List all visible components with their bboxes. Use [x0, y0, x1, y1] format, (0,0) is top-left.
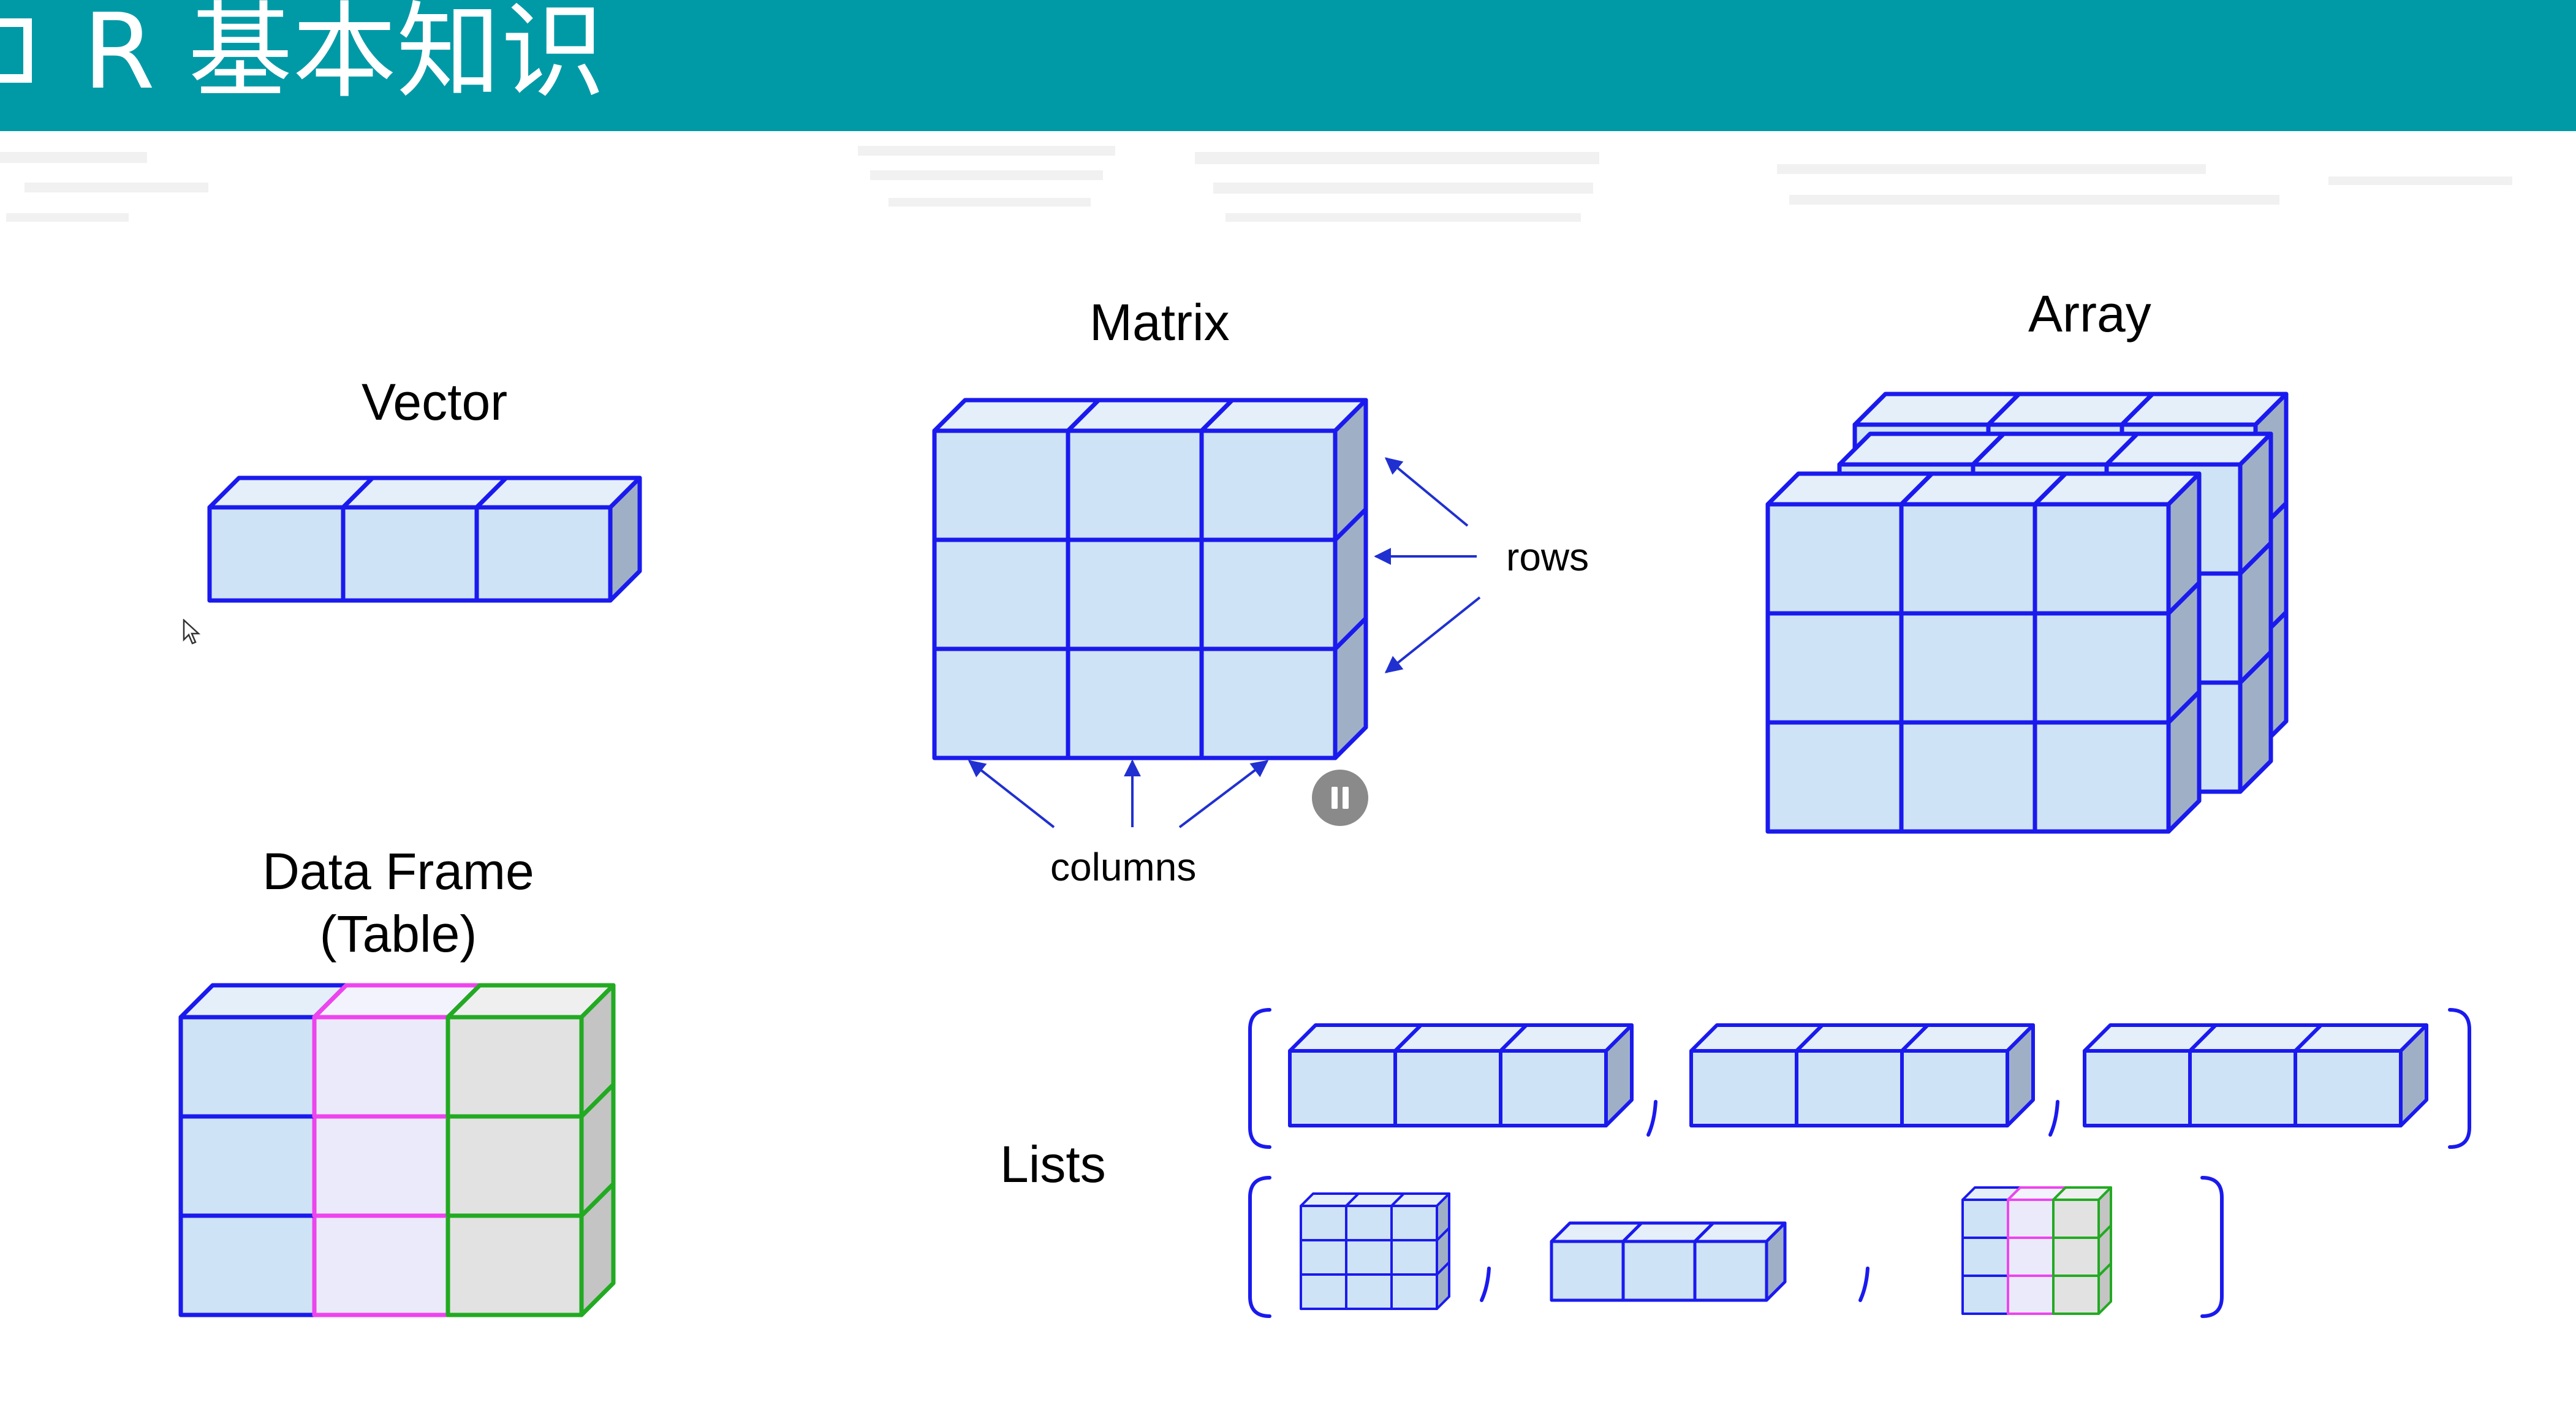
array-layer1-cube-r1c1-front	[1899, 611, 2037, 725]
list1-vector-b-cube-r0c1-front	[1795, 1049, 1904, 1127]
array-layer1-cube-r2c1-front	[1899, 720, 2037, 834]
mouse-cursor-icon	[183, 619, 201, 645]
list2-vector-cube-r0c1-front	[1621, 1240, 1697, 1302]
list2-dataframe-cube-r2c1-front	[2007, 1275, 2055, 1315]
list2-dataframe-cube-r1c2-front	[2052, 1237, 2100, 1277]
list1-vector-c-cube-r0c0-front	[2083, 1049, 2192, 1127]
vector-label: Vector	[362, 373, 508, 431]
square-bullet-icon	[0, 18, 32, 83]
matrix-cube-r1c0-front	[932, 537, 1070, 651]
vector-cube-r0c0-front	[207, 505, 346, 603]
list-bracket-left-1	[1248, 1008, 1271, 1149]
list2-dataframe-cube-r0c0-front	[1961, 1199, 2009, 1239]
list1-vector-c-cube-r0c2-front	[2294, 1049, 2403, 1127]
matrix-cube-r0c0-front	[932, 428, 1070, 542]
matrix-cube-r2c0-front	[932, 646, 1070, 760]
list-bracket-right-1	[2448, 1008, 2471, 1149]
list1-vector-b-cube-r0c2-front	[1900, 1049, 2009, 1127]
matrix-cube-r2c1-front	[1066, 646, 1204, 760]
data-frame-subtitle: (Table)	[319, 905, 477, 963]
faint-background-text	[0, 146, 2512, 222]
dataframe-cube-r2c1-front	[312, 1213, 450, 1317]
array-layer1-cube-r0c0-front	[1765, 502, 1904, 616]
slide-header: R 基本知识	[0, 0, 2576, 131]
matrix-cube-r1c1-front	[1066, 537, 1204, 651]
list2-matrix-cube-r0c2-front	[1390, 1205, 1438, 1241]
matrix-cube-r1c2-front	[1199, 537, 1338, 651]
list2-dataframe-cube-r0c1-front	[2007, 1199, 2055, 1239]
dataframe-cube-r1c2-front	[445, 1114, 584, 1218]
columns-arrow-left	[968, 760, 1055, 828]
dataframe-cube-r1c1-front	[312, 1114, 450, 1218]
dataframe-cube-r2c0-front	[178, 1213, 317, 1317]
slide-title: R 基本知识	[83, 0, 605, 113]
columns-label: columns	[1050, 845, 1197, 889]
list-bracket-left-2	[1248, 1176, 1271, 1318]
rows-arrow-lower	[1384, 596, 1481, 673]
list2-matrix-cube-r0c0-front	[1300, 1205, 1347, 1241]
list2-vector-cube-r0c0-front	[1550, 1240, 1625, 1302]
list2-matrix-cube-r0c1-front	[1345, 1205, 1393, 1241]
list2-vector-cube-r0c2-front	[1693, 1240, 1768, 1302]
dataframe-cube-r1c0-front	[178, 1114, 317, 1218]
list1-vector-a-cube-r0c0-front	[1288, 1049, 1397, 1127]
matrix-cube-r0c2-front	[1199, 428, 1338, 542]
matrix-cube-r0c1-front	[1066, 428, 1204, 542]
data-frame-label: Data Frame	[262, 843, 534, 900]
list2-matrix-cube-r2c2-front	[1390, 1273, 1438, 1310]
list1-vector-c-cube-r0c1-front	[2188, 1049, 2297, 1127]
lists-label: Lists	[1000, 1135, 1106, 1193]
array-layer1-cube-r0c1-front	[1899, 502, 2037, 616]
array-label: Array	[2028, 285, 2151, 343]
list1-vector-b-cube-r0c0-front	[1689, 1049, 1798, 1127]
array-layer1-cube-r1c0-front	[1765, 611, 1904, 725]
list2-matrix-cube-r2c1-front	[1345, 1273, 1393, 1310]
list2-dataframe-cube-r1c0-front	[1961, 1237, 2009, 1277]
list2-matrix-cube-r1c2-front	[1390, 1239, 1438, 1276]
dataframe-cube-r0c2-front	[445, 1015, 584, 1119]
array-layer1-cube-r2c0-front	[1765, 720, 1904, 834]
list2-dataframe-cube-r0c2-front	[2052, 1199, 2100, 1239]
list1-vector-a-cube-r0c2-front	[1499, 1049, 1608, 1127]
list2-matrix-cube-r1c0-front	[1300, 1239, 1347, 1276]
list-comma-2	[2048, 1100, 2059, 1137]
list-comma-3	[1480, 1267, 1491, 1302]
list2-matrix-cube-r1c1-front	[1345, 1239, 1393, 1276]
array-layer1-cube-r1c2-front	[2032, 611, 2171, 725]
list2-matrix-cube-r2c0-front	[1300, 1273, 1347, 1310]
rows-label: rows	[1506, 535, 1589, 579]
dataframe-cube-r0c1-front	[312, 1015, 450, 1119]
list-bracket-right-2	[2200, 1176, 2224, 1318]
matrix-cube-r2c2-front	[1199, 646, 1338, 760]
dataframe-cube-r2c2-front	[445, 1213, 584, 1317]
matrix-label: Matrix	[1089, 294, 1230, 351]
list2-dataframe-cube-r2c0-front	[1961, 1275, 2009, 1315]
rows-arrow-upper	[1384, 457, 1469, 527]
vector-cube-r0c2-front	[474, 505, 613, 603]
list-comma-1	[1646, 1100, 1657, 1137]
list-comma-4	[1858, 1267, 1869, 1302]
pause-icon[interactable]	[1312, 770, 1368, 826]
array-layer1-cube-r2c2-front	[2032, 720, 2171, 834]
array-layer1-cube-r0c2-front	[2032, 502, 2171, 616]
list2-dataframe-cube-r2c2-front	[2052, 1275, 2100, 1315]
columns-arrow-right	[1178, 760, 1269, 828]
list2-dataframe-cube-r1c1-front	[2007, 1237, 2055, 1277]
vector-cube-r0c1-front	[341, 505, 479, 603]
dataframe-cube-r0c0-front	[178, 1015, 317, 1119]
list1-vector-a-cube-r0c1-front	[1393, 1049, 1502, 1127]
